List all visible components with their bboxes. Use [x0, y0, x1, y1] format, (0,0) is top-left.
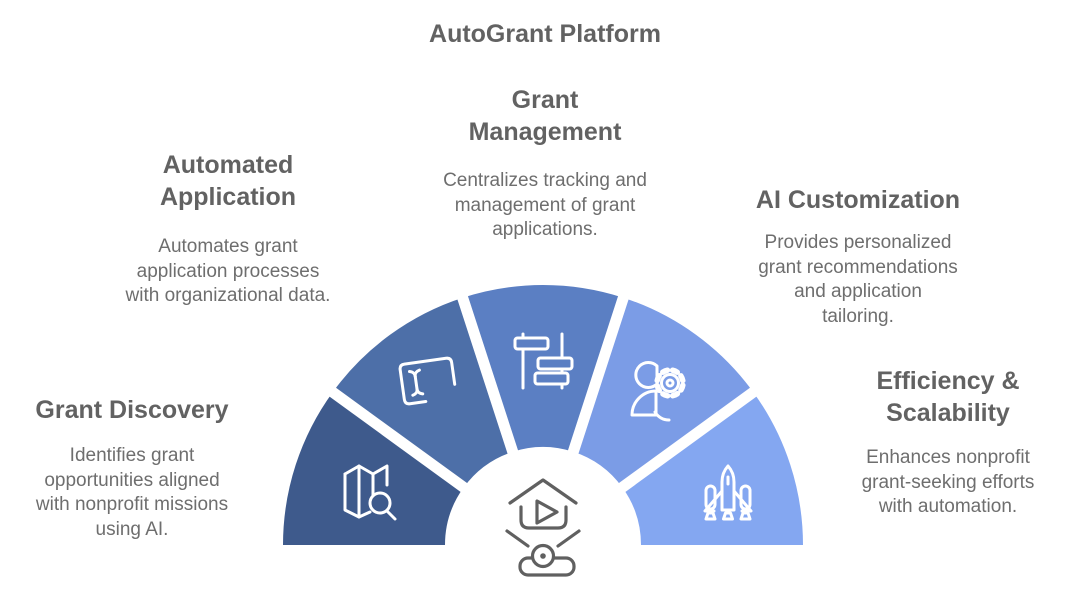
description-grant-discovery: Identifies grant opportunities aligned w…: [35, 445, 229, 541]
description-automated-application: Automates grant application processes wi…: [125, 236, 331, 307]
label-automated-application: Automated Application: [159, 151, 297, 211]
description-efficiency-scalability: Enhances nonprofit grant-seeking efforts…: [861, 447, 1035, 518]
hologram-projector-icon: [505, 478, 581, 577]
rocket-icon: [703, 464, 753, 521]
segment-grant-discovery: [283, 392, 464, 545]
label-ai-customization: AI Customization: [755, 186, 961, 214]
map-search-icon: [343, 464, 397, 521]
page-title: AutoGrant Platform: [429, 20, 661, 48]
segment-separators: [324, 290, 762, 550]
text-input-cursor-icon: [398, 356, 457, 406]
gantt-chart-icon: [513, 332, 574, 390]
segment-efficiency-scalability: [622, 392, 803, 545]
label-efficiency-scalability: Efficiency & Scalability: [876, 367, 1020, 427]
description-ai-customization: Provides personalized grant recommendati…: [758, 232, 958, 328]
description-grant-management: Centralizes tracking and management of g…: [443, 170, 647, 241]
label-grant-management: Grant Management: [468, 86, 622, 146]
user-gear-icon: [630, 361, 686, 422]
label-grant-discovery: Grant Discovery: [35, 396, 229, 424]
